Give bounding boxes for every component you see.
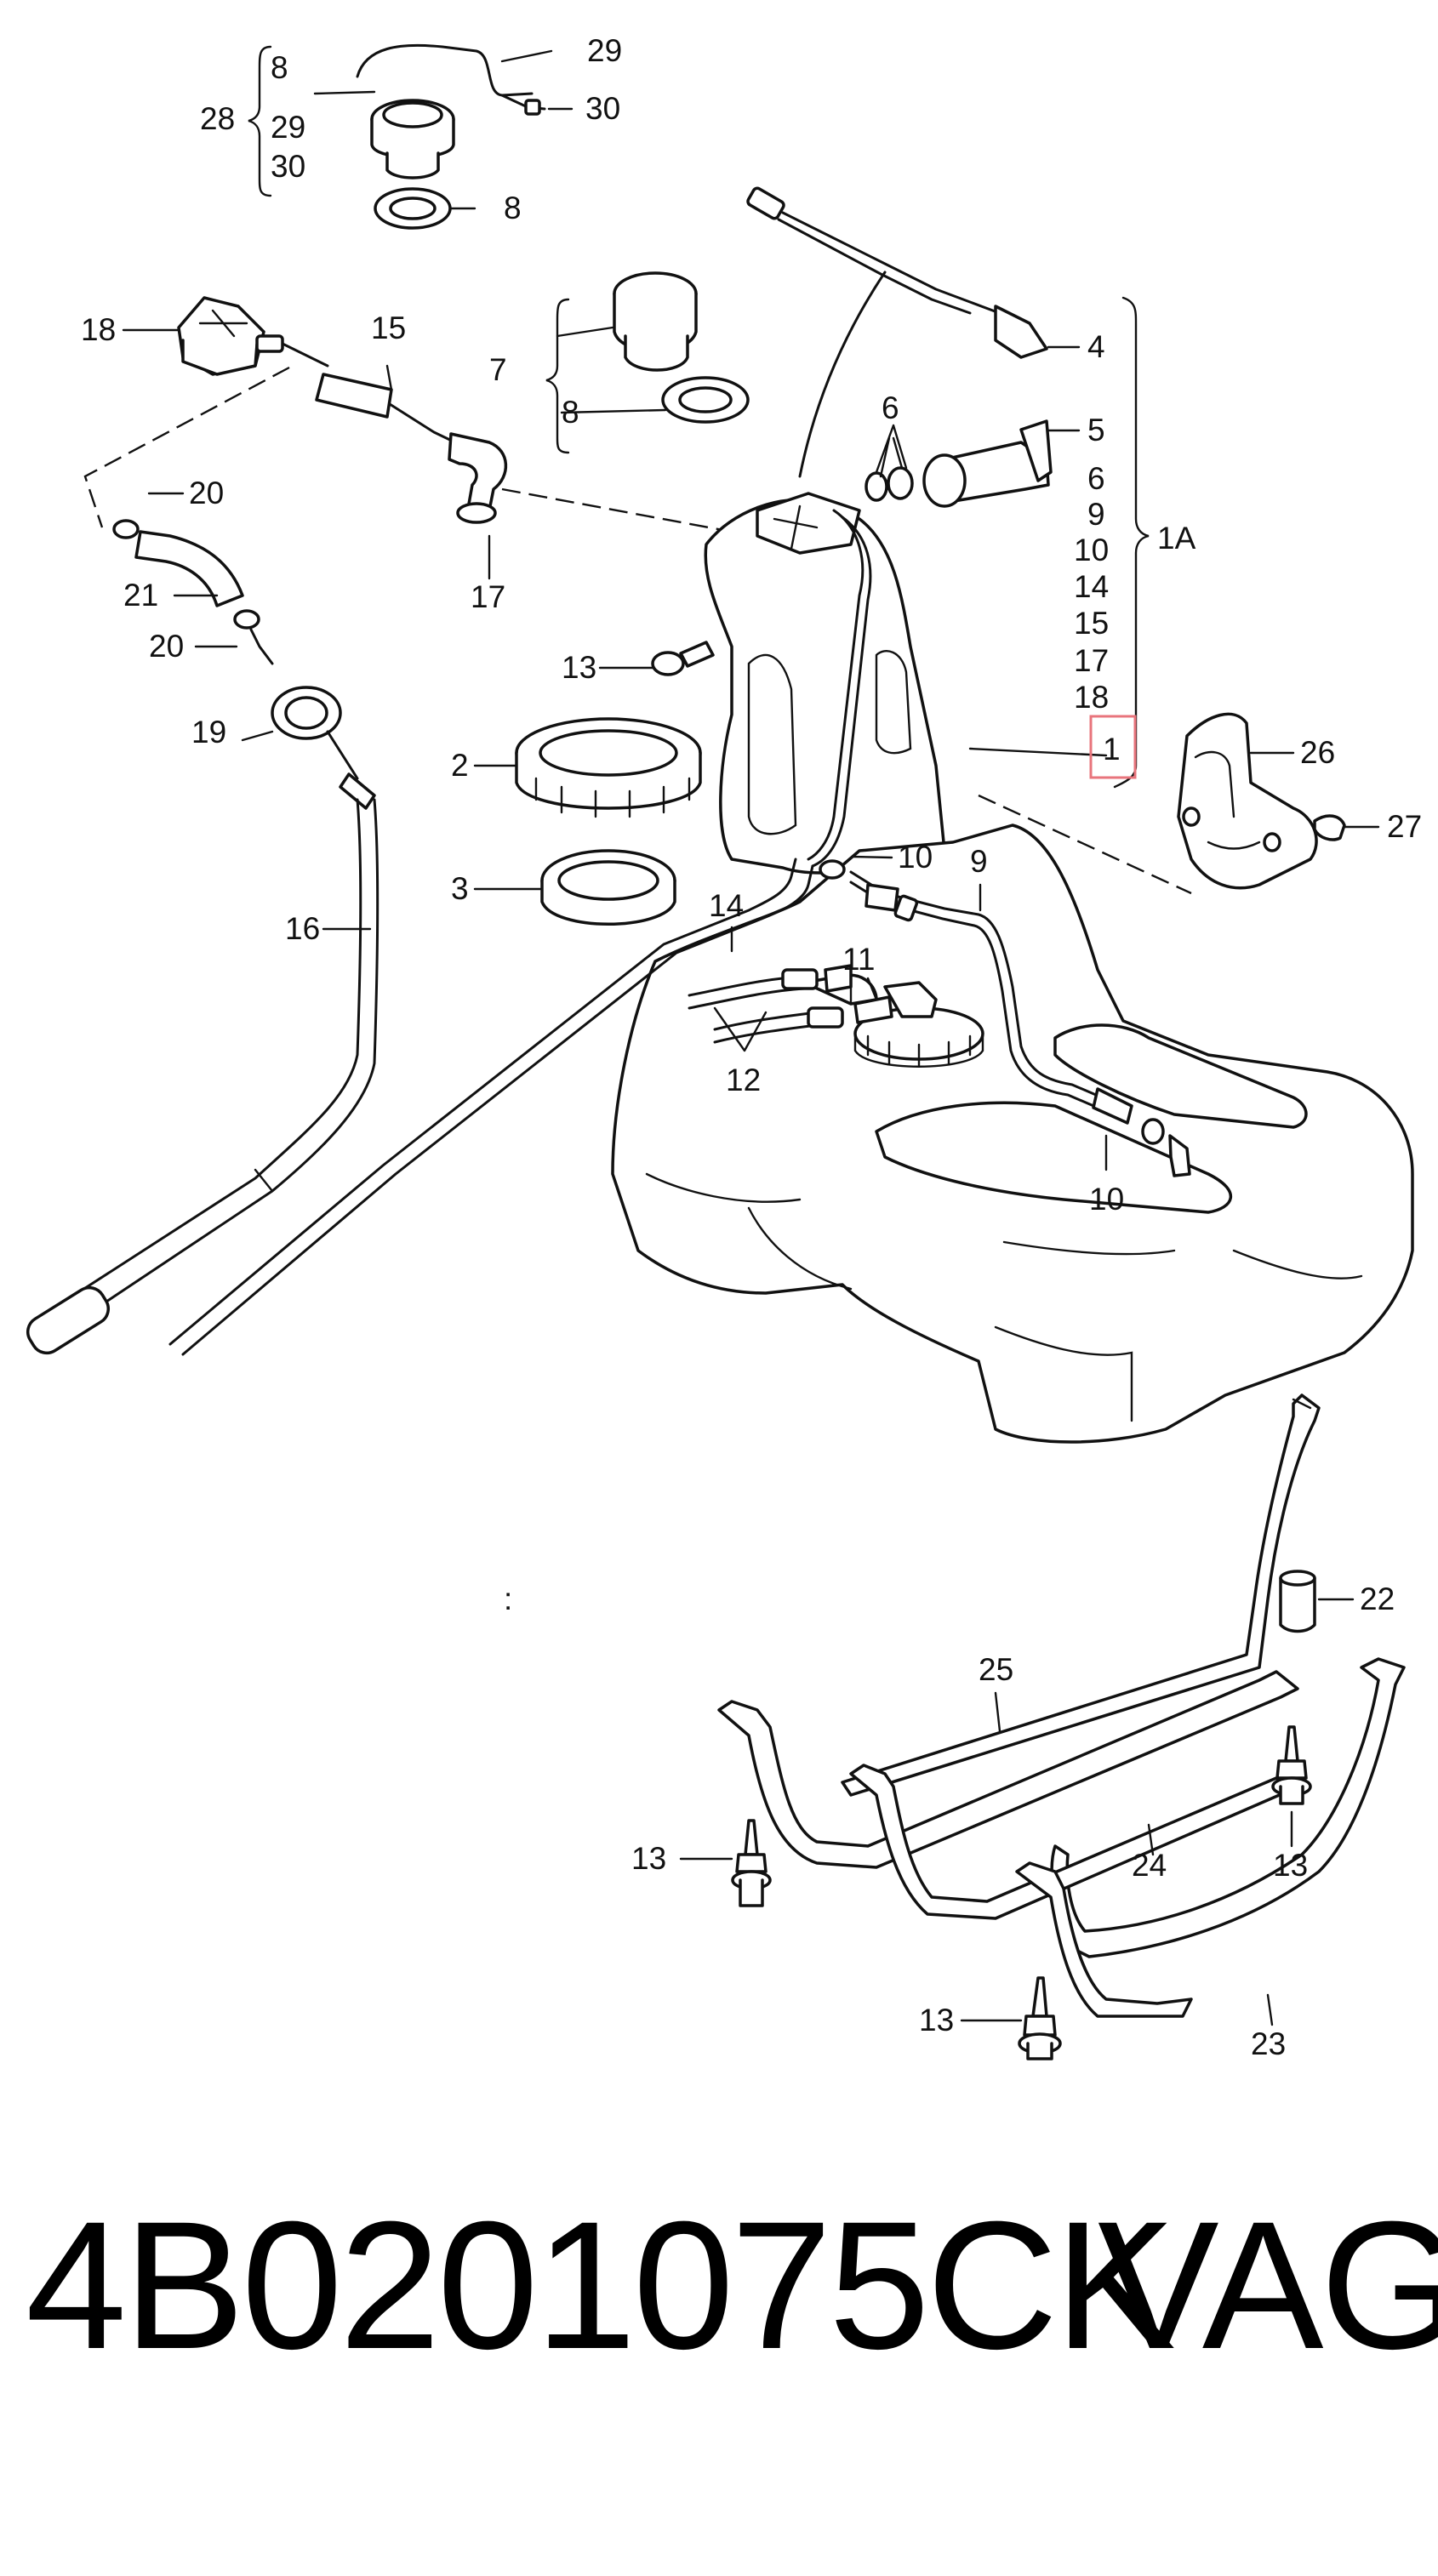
fuel-lines (168, 509, 1191, 1356)
callout-18: 18 (1074, 680, 1109, 715)
callout-5: 5 (1087, 413, 1105, 447)
bolt-left (731, 1819, 772, 1907)
callout-29: 29 (271, 110, 305, 145)
callout-14: 14 (1074, 569, 1109, 604)
callout-9: 9 (970, 844, 988, 879)
callout-20: 20 (189, 476, 224, 510)
bolt-upper (651, 641, 715, 676)
footer: 4B0201075CK VAG (0, 2195, 1438, 2450)
brand-name: VAG (1098, 2184, 1438, 2387)
callout-19: 19 (191, 715, 226, 749)
callout-10: 10 (898, 840, 933, 875)
highlight-box (1089, 715, 1137, 779)
callout-24: 24 (1132, 1848, 1167, 1883)
tank-straps (717, 1393, 1406, 2060)
callout-16: 16 (285, 911, 320, 946)
callout-13: 13 (1273, 1848, 1308, 1883)
callout-26: 26 (1300, 735, 1335, 770)
callout-13: 13 (919, 2003, 954, 2037)
callout-15: 15 (371, 311, 406, 345)
heat-shield (978, 712, 1346, 895)
callout-12: 12 (726, 1063, 761, 1097)
vent-valve-assembly (83, 296, 733, 533)
callout-13: 13 (562, 650, 596, 685)
callout-20: 20 (149, 629, 184, 664)
wiring-harness-and-sender (746, 186, 1053, 508)
callout-10: 10 (1074, 533, 1109, 567)
callout-9: 9 (1087, 497, 1105, 532)
callout-8: 8 (271, 50, 288, 85)
callout-8: 8 (504, 191, 522, 225)
bolt-bottom (1018, 1976, 1062, 2060)
callout-25: 25 (979, 1652, 1013, 1687)
callout-4: 4 (1087, 329, 1105, 364)
callout-7: 7 (489, 352, 507, 387)
callout-1a: 1A (1157, 521, 1196, 556)
callout-8: 8 (562, 395, 579, 430)
hose-and-valve (26, 519, 379, 1355)
callout-30: 30 (271, 149, 305, 184)
callout-17: 17 (471, 579, 505, 614)
callout-28: 28 (200, 101, 235, 136)
callout-17: 17 (1074, 643, 1109, 678)
fuel-cap-assembly (356, 43, 546, 230)
callout-6: 6 (1087, 461, 1105, 496)
leader-lines (122, 49, 1380, 2026)
callout-22: 22 (1360, 1582, 1395, 1616)
part-number: 4B0201075CK (26, 2184, 1176, 2387)
callout-23: 23 (1251, 2026, 1286, 2061)
callout-1: 1 (1103, 732, 1121, 767)
callout-labels: 29 30 28 8 29 30 8 18 15 7 8 4 5 6 6 9 1… (81, 33, 1422, 2061)
filler-neck-cap (613, 271, 750, 424)
fuel-tank (611, 492, 1414, 1444)
bolt-right (1271, 1725, 1312, 1805)
callout-15: 15 (1074, 606, 1109, 641)
callout-13: 13 (631, 1841, 666, 1876)
callout-29: 29 (587, 33, 622, 68)
callout-2: 2 (451, 748, 469, 783)
callout-27: 27 (1387, 809, 1422, 844)
callout-18: 18 (81, 312, 116, 347)
callout-3: 3 (451, 871, 469, 906)
callout-30: 30 (585, 91, 620, 126)
callout-14: 14 (709, 888, 744, 923)
callout-21: 21 (123, 578, 158, 613)
callout-10: 10 (1089, 1182, 1124, 1217)
callout-colon: : (504, 1582, 512, 1616)
callout-6: 6 (882, 390, 899, 425)
locking-ring-and-seal (515, 717, 702, 926)
callout-11: 11 (842, 942, 875, 977)
